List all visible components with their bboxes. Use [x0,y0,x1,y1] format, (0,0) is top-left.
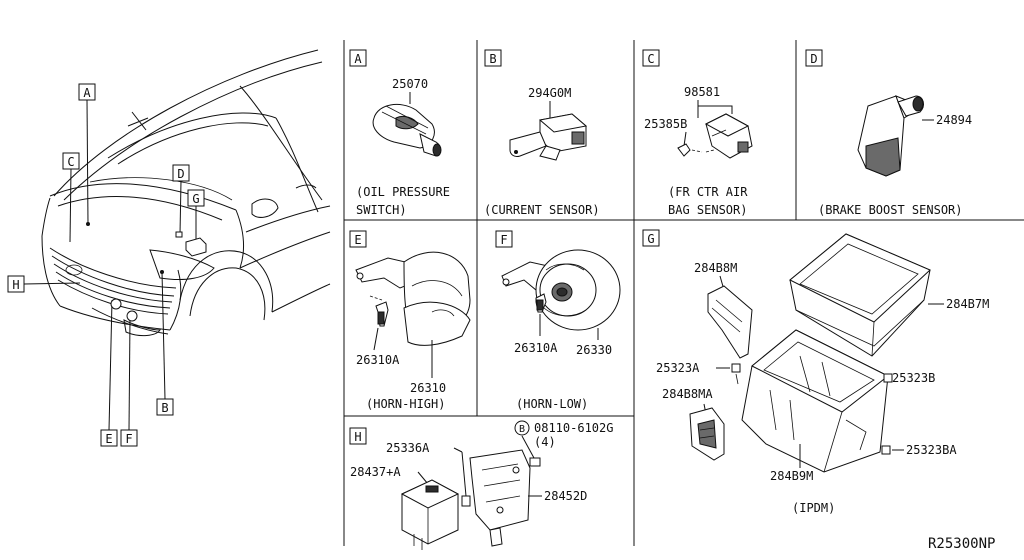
callout-label-f: F [125,432,132,446]
fastener-symbol-circle [514,420,530,436]
panel-f-letter: F [500,233,507,247]
panel-h-modules: H B 08110-6102G (4) 25336A 28437+A 28452… [349,420,613,550]
panel-c-caption-line1: (FR CTR AIR [668,185,748,199]
diagram-code: R25300NP [928,536,995,552]
panel-d-caption-line1: (BRAKE BOOST SENSOR) [818,203,963,217]
panel-c-caption-line2: BAG SENSOR) [668,203,747,217]
panel-c-letter: C [647,52,654,66]
panel-h-fastener-number: 08110-6102G [534,421,613,435]
panel-g-part-25323a: 25323A [656,361,700,375]
panel-a-caption-line1: (OIL PRESSURE [356,185,450,199]
panel-d-brake-boost-sensor: D 24894 (BRAKE BOOST SENSOR) [805,49,972,217]
panel-b-part-number: 294G0M [528,86,571,100]
panel-f-horn-part-number: 26330 [576,343,612,357]
horn-high-part [355,251,471,346]
panel-f-horn-low: F 26310A 26330 (HORN-LOW) [495,230,621,411]
ipdm-cover-part [789,233,931,357]
panel-f-bolt-part-number: 26310A [514,341,558,355]
ipdm-housing-part [741,329,889,473]
panel-d-part-number: 24894 [936,113,972,127]
panel-e-bolt-part-number: 26310A [356,353,400,367]
module-bracket-part [469,449,531,547]
callout-dot-a [86,222,90,226]
panel-g-part-284b7m: 284B7M [946,297,989,311]
callout-dot-b [160,270,164,274]
module-box-part [400,479,460,550]
panel-h-part-28452d: 28452D [544,489,587,503]
horn-low-part [501,249,621,331]
callout-label-b: B [161,401,168,415]
panel-b-current-sensor: B 294G0M (CURRENT SENSOR) [484,49,600,217]
panel-e-horn-high: E 26310A 26310 (HORN-HIGH) [349,230,471,411]
panel-h-fastener-qty: (4) [534,435,556,449]
current-sensor-part [509,113,588,161]
panel-h-part-25336a: 25336A [386,441,430,455]
callout-label-d: D [177,167,184,181]
panel-g-part-284b8ma: 284B8MA [662,387,713,401]
panel-g-letter: G [647,232,654,246]
panel-h-fastener-symbol: B [519,424,525,435]
panel-g-part-284b9m: 284B9M [770,469,813,483]
ipdm-relay-bracket-part [689,407,725,461]
panel-grid-lines [343,40,1024,546]
panel-a-oil-pressure-switch: A 25070 (OIL PRESSURE SWITCH) [349,49,450,217]
panel-g-caption-line1: (IPDM) [792,501,835,515]
panel-g-part-25323b: 25323B [892,371,935,385]
panel-b-caption-line1: (CURRENT SENSOR) [484,203,600,217]
panel-e-caption-line1: (HORN-HIGH) [366,397,445,411]
oil-pressure-switch-part [372,103,442,157]
callout-label-e: E [105,432,112,446]
panel-a-part-number: 25070 [392,77,428,91]
panel-h-part-28437a: 28437+A [350,465,401,479]
vehicle-overview: A C D G H E F B [7,49,331,447]
panel-a-caption-line2: SWITCH) [356,203,407,217]
callout-label-c: C [67,155,74,169]
panel-g-ipdm: G 284B8M 284B7M 25323A 25323B [642,229,989,515]
panel-c-part-number-1: 98581 [684,85,720,99]
car-body-outline [41,49,331,337]
panel-c-fr-ctr-air-bag-sensor: C 98581 25385B (FR CTR AIR BAG SENSOR) [642,49,753,217]
panel-h-letter: H [354,430,361,444]
callout-label-a: A [83,86,91,100]
panel-e-letter: E [354,233,361,247]
panel-c-part-number-2: 25385B [644,117,687,131]
panel-f-caption-line1: (HORN-LOW) [516,397,588,411]
brake-boost-sensor-part [857,95,924,177]
panel-a-letter: A [354,52,362,66]
callout-label-g: G [192,192,199,206]
ipdm-bracket-part [707,285,753,359]
panel-g-part-25323ba: 25323BA [906,443,957,457]
panel-b-letter: B [489,52,496,66]
panel-e-horn-part-number: 26310 [410,381,446,395]
panel-d-letter: D [810,52,817,66]
air-bag-sensor-part [677,113,753,159]
callout-label-h: H [12,278,19,292]
panel-g-part-284b8m: 284B8M [694,261,737,275]
